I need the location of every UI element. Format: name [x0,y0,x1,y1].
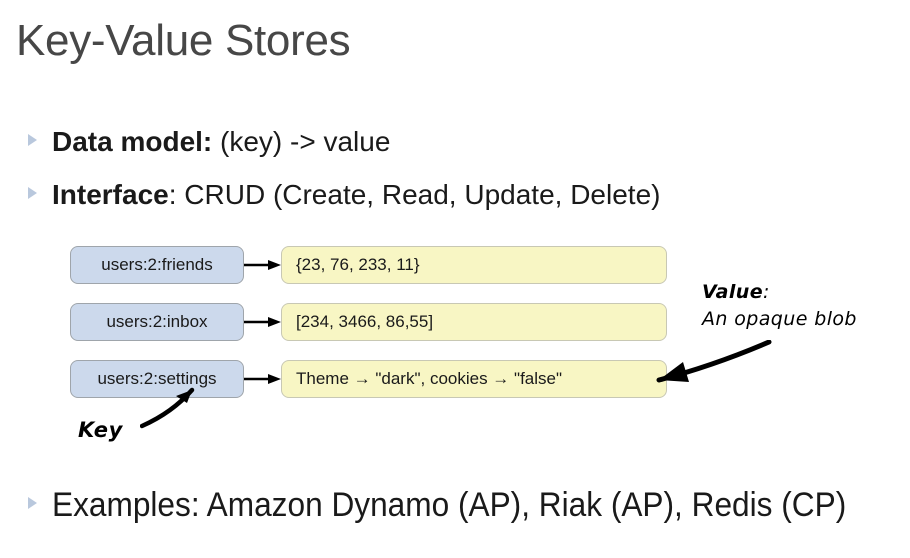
bullet-item-interface-rest: : CRUD (Create, Read, Update, Delete) [168,179,661,210]
key-box-friends[interactable]: users:2:friends [70,246,244,284]
annotation-value-description: An opaque blob [702,308,857,330]
triangle-bullet-icon [28,497,37,509]
bullet-item-interface: Interface: CRUD (Create, Read, Update, D… [28,179,660,211]
handdrawn-arrow-value-icon [656,340,772,383]
value-box-inbox[interactable]: [234, 3466, 86,55] [281,303,667,341]
bullet-item-data-model: Data model: (key) -> value [28,126,390,158]
bullet-item-examples: Examples: Amazon Dynamo (AP), Riak (AP),… [28,486,906,525]
bullet-item-examples-text: Examples: Amazon Dynamo (AP), Riak (AP),… [52,486,847,524]
arrow-connector-icon [244,260,281,270]
value-box-friends[interactable]: {23, 76, 233, 11} [281,246,667,284]
value-box-settings[interactable]: Theme → "dark", cookies → "false" [281,360,667,398]
arrow-connector-icon [244,317,281,327]
triangle-bullet-icon [28,134,37,146]
triangle-bullet-icon [28,187,37,199]
annotation-value-label: Value: [702,281,770,303]
page-title: Key-Value Stores [16,16,351,65]
bullet-item-data-model-rest: (key) -> value [212,126,391,157]
key-box-settings[interactable]: users:2:settings [70,360,244,398]
bullet-item-interface-lead: Interface [52,179,169,210]
bullet-item-data-model-text: Data model: (key) -> value [52,126,390,158]
key-box-inbox[interactable]: users:2:inbox [70,303,244,341]
annotation-value-label-colon: : [762,281,770,303]
annotation-key-label: Key [78,418,123,442]
annotation-value-label-text: Value [702,281,763,303]
bullet-item-data-model-lead: Data model: [52,126,213,157]
arrow-connector-icon [244,374,281,384]
bullet-item-interface-text: Interface: CRUD (Create, Read, Update, D… [52,179,660,211]
